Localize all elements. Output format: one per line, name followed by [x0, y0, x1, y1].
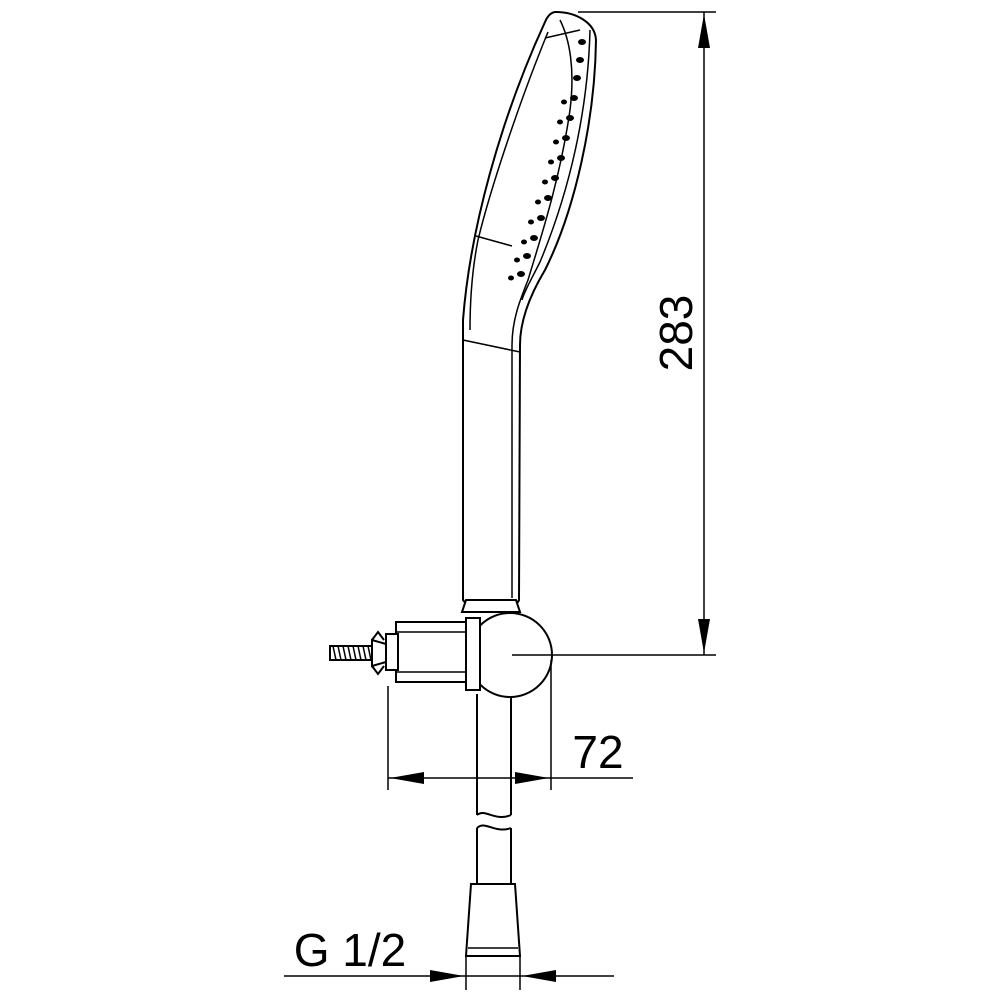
shower-head: [462, 10, 598, 610]
dimension-depth: [387, 660, 633, 790]
dimension-thread: [284, 956, 614, 990]
hose-nut: [464, 883, 522, 957]
nozzle: [561, 95, 578, 105]
nozzle: [528, 215, 545, 225]
nozzle: [548, 155, 565, 165]
dimension-thread-label: G 1/2: [294, 924, 407, 976]
joint-housing: [465, 617, 481, 691]
nozzle: [521, 235, 538, 245]
screw-thread-line: [337, 645, 342, 661]
screw-thread-line: [367, 645, 372, 661]
dimension-height: [512, 11, 716, 656]
wall-bracket: [385, 621, 467, 683]
nozzle: [514, 253, 531, 263]
screw-thread-line: [357, 645, 362, 661]
nozzle: [578, 39, 586, 45]
dimension-height-label: 283: [650, 295, 702, 372]
nozzle: [542, 175, 559, 185]
hose: [464, 694, 522, 957]
screw-thread-line: [352, 645, 357, 661]
nozzle: [508, 271, 525, 281]
nozzle: [557, 115, 574, 125]
nozzle: [535, 195, 552, 205]
screw-thread-line: [332, 645, 337, 661]
nozzle: [576, 57, 584, 63]
handle-collar: [460, 599, 522, 613]
dimension-depth-label: 72: [572, 726, 623, 778]
screw-thread-line: [342, 645, 347, 661]
nozzle: [573, 75, 581, 81]
screw-thread-line: [347, 645, 352, 661]
nozzle: [553, 135, 570, 145]
screw-thread-line: [362, 645, 367, 661]
spray-nozzles: [508, 39, 586, 281]
wall-screw: [329, 630, 387, 676]
